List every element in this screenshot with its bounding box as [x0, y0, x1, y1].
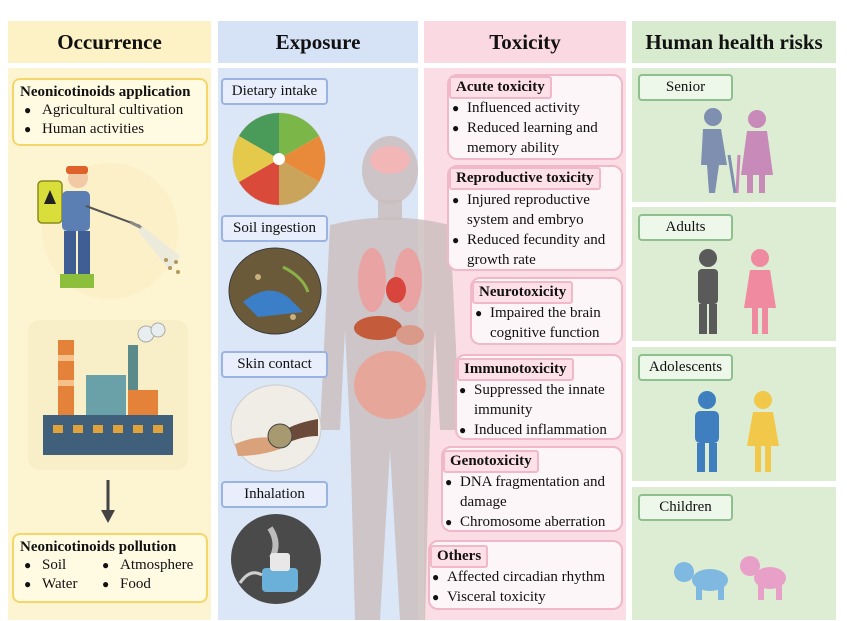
route-dietary-intake: Dietary intake	[221, 78, 328, 105]
acute-toxicity-title: Acute toxicity	[449, 76, 552, 99]
skin-contact-illustration	[230, 384, 322, 472]
neuro-item-continued: cognitive function	[490, 325, 600, 341]
human-body-silhouette	[320, 136, 460, 620]
neuro-item: Impaired the brain	[475, 304, 601, 323]
acute-item: Influenced activity	[452, 99, 580, 118]
header-exposure: Exposure	[218, 21, 418, 63]
down-arrow-icon	[101, 480, 115, 523]
group-adolescents: Adolescents	[638, 354, 733, 381]
immunotoxicity-title: Immunotoxicity	[457, 358, 574, 381]
others-item: Visceral toxicity	[432, 588, 546, 607]
soil-ingestion-illustration	[228, 247, 322, 335]
immuno-item: Suppressed the innate	[459, 381, 605, 400]
application-item: Agricultural cultivation	[20, 101, 200, 120]
header-occurrence: Occurrence	[8, 21, 211, 63]
geno-item: DNA fragmentation and	[445, 473, 605, 492]
factory-illustration	[28, 320, 188, 470]
inhalation-nebulizer-illustration	[231, 514, 321, 604]
farmer-spraying-illustration	[37, 163, 180, 299]
application-title: Neonicotinoids application	[20, 84, 191, 100]
adults-figures-icon	[698, 249, 776, 334]
reproductive-toxicity-title: Reproductive toxicity	[449, 167, 601, 190]
group-children: Children	[638, 494, 733, 521]
pollution-box: Neonicotinoids pollution Soil Water Atmo…	[12, 533, 208, 603]
pollution-item: Water	[20, 575, 100, 594]
senior-figures-icon	[701, 108, 773, 194]
header-toxicity: Toxicity	[424, 21, 626, 63]
acute-item-continued: memory ability	[467, 140, 560, 156]
adolescents-figures-icon	[695, 391, 779, 472]
pollution-item: Food	[98, 575, 208, 594]
neurotoxicity-title: Neurotoxicity	[472, 281, 574, 304]
reproductive-item-continued: growth rate	[467, 252, 536, 268]
others-item: Affected circadian rhythm	[432, 568, 605, 587]
immuno-item: Induced inflammation	[459, 421, 607, 440]
acute-item: Reduced learning and	[452, 119, 598, 138]
reproductive-item: Injured reproductive	[452, 191, 590, 210]
geno-item: Chromosome aberration	[445, 513, 605, 532]
pollution-title: Neonicotinoids pollution	[20, 539, 177, 555]
group-adults: Adults	[638, 214, 733, 241]
genotoxicity-title: Genotoxicity	[443, 450, 539, 473]
route-inhalation: Inhalation	[221, 481, 328, 508]
geno-item-continued: damage	[460, 494, 507, 510]
others-title: Others	[430, 545, 489, 568]
header-health: Human health risks	[632, 21, 836, 63]
immuno-item-continued: immunity	[474, 402, 533, 418]
group-senior: Senior	[638, 74, 733, 101]
pollution-item: Soil	[20, 556, 100, 575]
reproductive-item-continued: system and embryo	[467, 212, 584, 228]
children-crawling-icon	[674, 556, 786, 600]
reproductive-item: Reduced fecundity and	[452, 231, 605, 250]
route-soil-ingestion: Soil ingestion	[221, 215, 328, 242]
food-plate-illustration	[232, 112, 326, 206]
pollution-item: Atmosphere	[98, 556, 208, 575]
route-skin-contact: Skin contact	[221, 351, 328, 378]
application-box: Neonicotinoids application Agricultural …	[12, 78, 208, 146]
application-item: Human activities	[20, 120, 200, 139]
